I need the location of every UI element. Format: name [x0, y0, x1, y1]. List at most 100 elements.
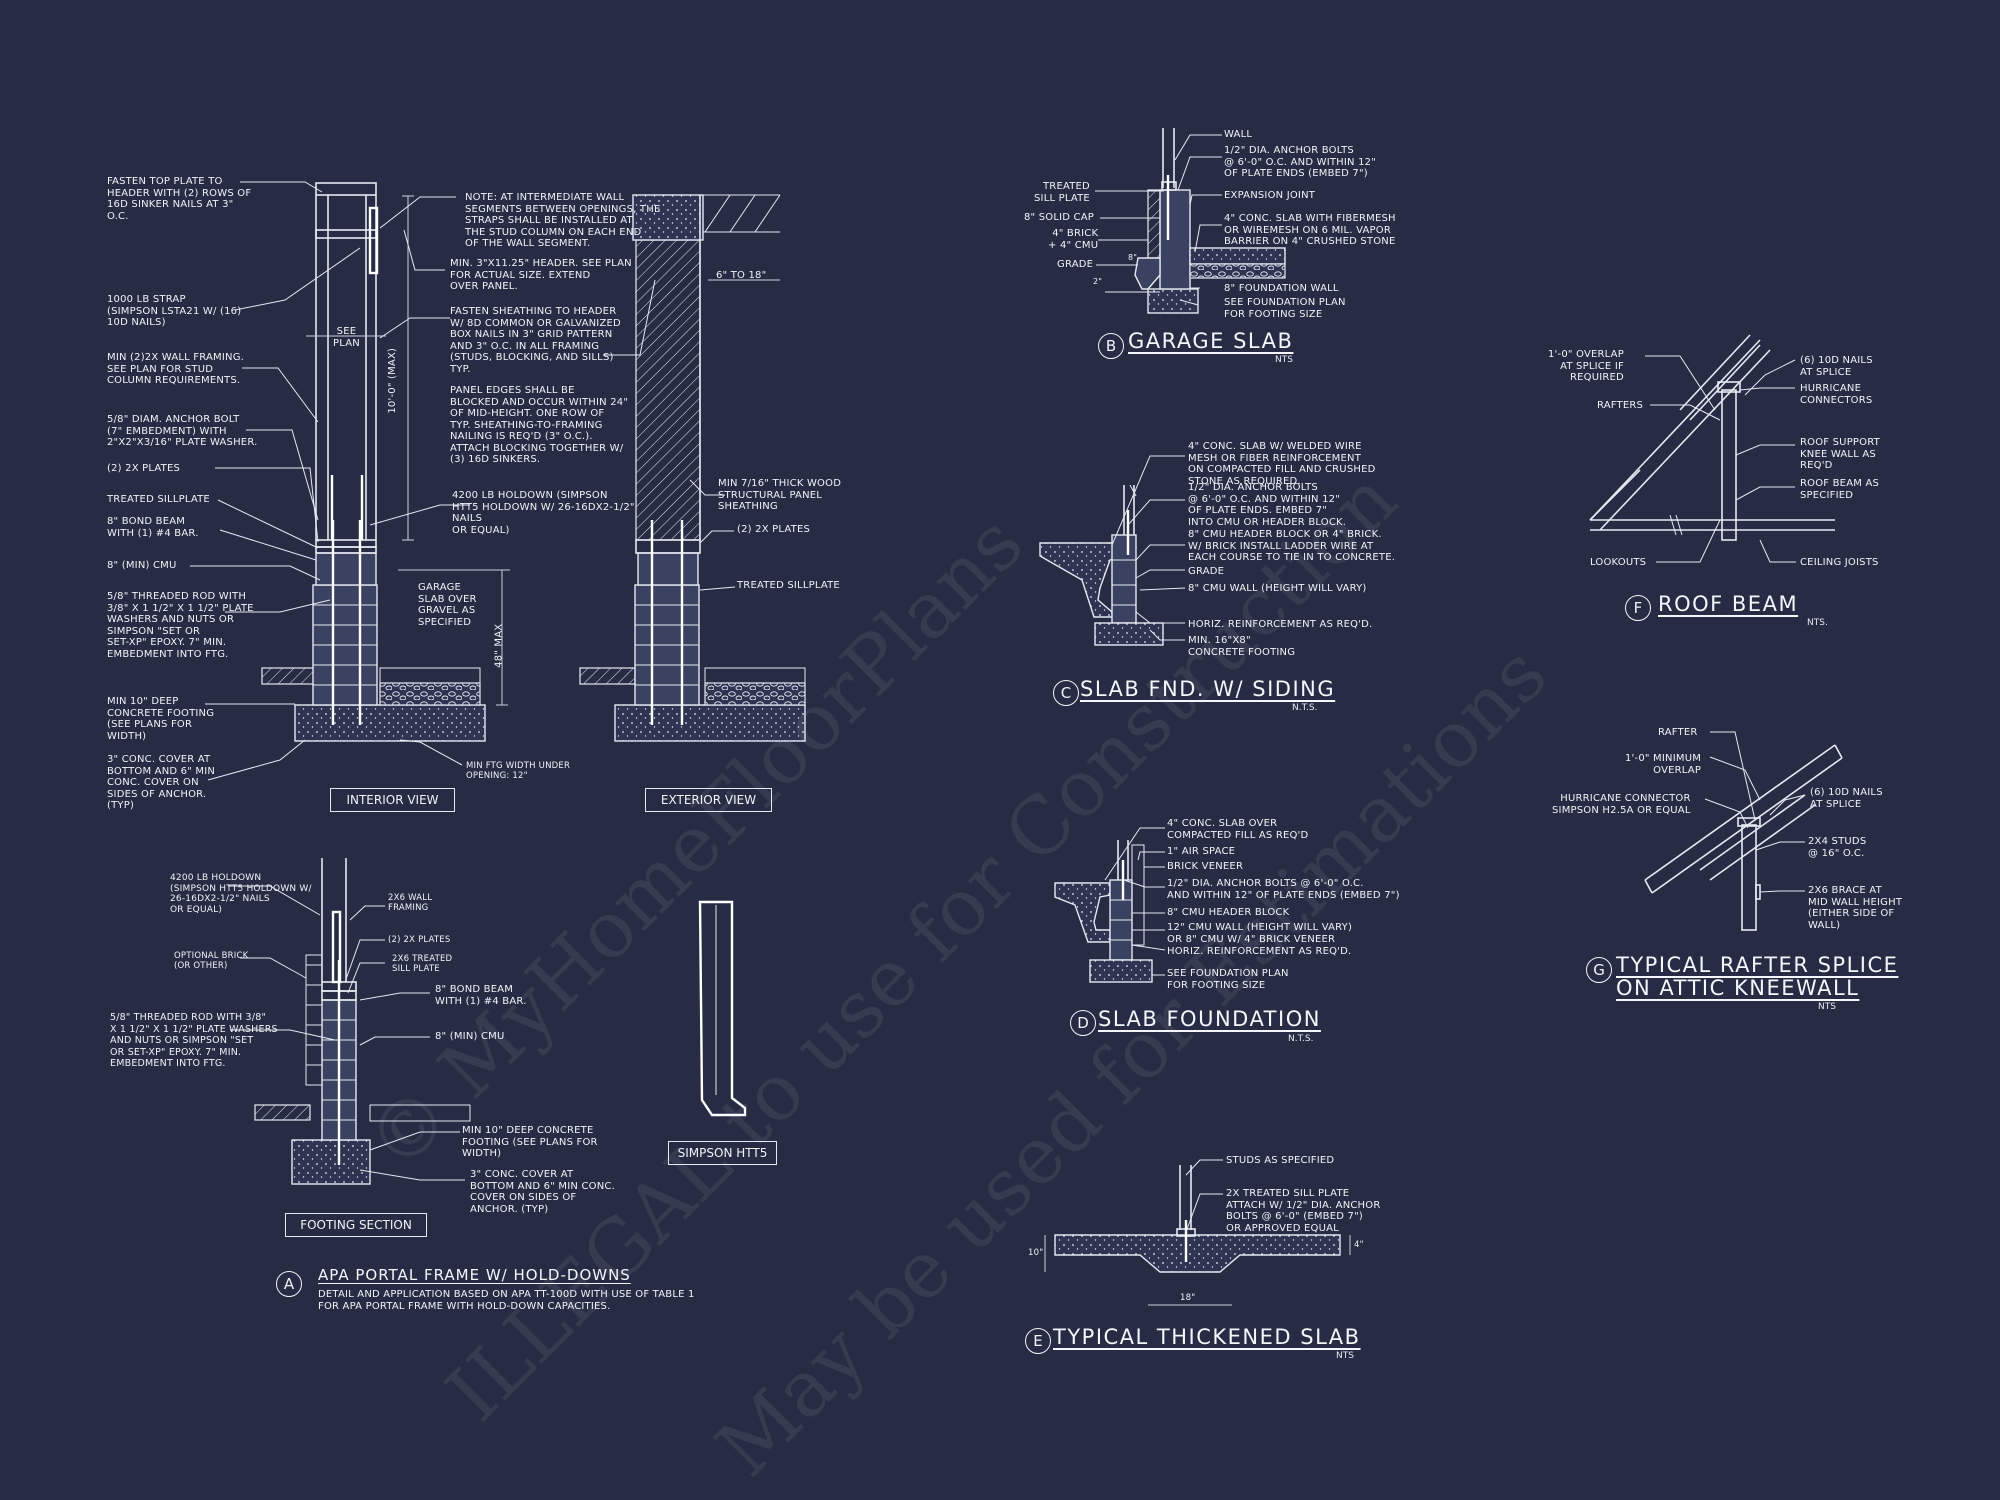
c-note-slab: 4" CONC. SLAB W/ WELDED WIRE MESH OR FIB…: [1188, 441, 1376, 487]
g-note-studs: 2x4 STUDS @ 16" O.C.: [1808, 836, 1867, 859]
interior-view-drawing: [261, 182, 510, 742]
detail-f-nts: NTS.: [1807, 618, 1828, 628]
note-min-header: MIN. 3"x11.25" HEADER. SEE PLAN FOR ACTU…: [450, 258, 632, 292]
note-ft-rod: 5/8" THREADED ROD WITH 3/8" x 1 1/2" x 1…: [110, 1012, 278, 1069]
detail-e-marker: E: [1025, 1328, 1051, 1354]
note-see-plan: SEE PLAN: [333, 326, 360, 349]
e-note-sill: 2x TREATED SILL PLATE ATTACH w/ 1/2" dia…: [1226, 1188, 1381, 1234]
note-panel-edges: PANEL EDGES SHALL BE BLOCKED AND OCCUR W…: [450, 385, 629, 465]
note-strap: 1000 LB STRAP (SIMPSON LSTA21 W/ (16) 10…: [107, 294, 242, 328]
note-ft-cmu: 8" (MIN) CMU: [435, 1031, 505, 1042]
note-bond-beam: 8" BOND BEAM WITH (1) #4 BAR.: [107, 516, 199, 539]
detail-c-marker: C: [1053, 680, 1079, 706]
detail-a-marker: A: [276, 1271, 302, 1297]
note-min-ftg-width: MIN FTG WIDTH UNDER OPENING: 12": [466, 761, 571, 781]
e-dim-10: 10": [1028, 1248, 1044, 1258]
detail-d-marker: D: [1070, 1010, 1096, 1036]
note-ft-bond-beam: 8" BOND BEAM WITH (1) #4 BAR.: [435, 984, 527, 1007]
note-2x-plates: (2) 2x PLATES: [107, 463, 181, 474]
detail-f-title: ROOF BEAM: [1658, 592, 1799, 616]
detail-b-marker: B: [1098, 333, 1124, 359]
note-ext-2x-plates: (2) 2x PLATES: [737, 524, 811, 535]
exterior-view-label: EXTERIOR VIEW: [645, 788, 772, 812]
slab-foundation-drawing: [1054, 840, 1153, 983]
c-note-horiz: HORIZ. REINFORCEMENT AS REQ'D.: [1188, 619, 1373, 630]
simpson-htt5-drawing: [698, 900, 747, 1117]
garage-slab-drawing: [1105, 128, 1286, 314]
note-fasten-top-plate: FASTEN TOP PLATE TO HEADER WITH (2) ROWS…: [107, 176, 252, 222]
b-note-wall: WALL: [1224, 129, 1253, 140]
note-ft-2x6-wall: 2x6 WALL FRAMING: [388, 893, 433, 913]
detail-c-nts: N.T.S.: [1292, 703, 1318, 713]
d-note-slab: 4" CONC. SLAB OVER COMPACTED FILL AS REQ…: [1167, 818, 1309, 841]
d-note-anchor: 1/2" DIA. ANCHOR BOLTS @ 6'-0" O.C. AND …: [1167, 878, 1400, 901]
slab-siding-drawing: [1039, 484, 1164, 646]
detail-d-title: SLAB FOUNDATION: [1098, 1007, 1321, 1031]
note-ext-treated-sill: TREATED SILLPLATE: [737, 580, 840, 591]
note-garage-slab: GARAGE SLAB OVER GRAVEL AS SPECIFIED: [418, 582, 477, 628]
note-min-2x-framing: MIN (2)2X WALL FRAMING. SEE PLAN FOR STU…: [107, 352, 245, 386]
f-note-beam: ROOF BEAM AS SPECIFIED: [1800, 478, 1880, 501]
b-dim-8: 8": [1128, 253, 1138, 262]
d-note-brick: BRICK VENEER: [1167, 861, 1244, 872]
footing-section-drawing: [254, 858, 471, 1185]
note-treated-sillplate: TREATED SILLPLATE: [107, 494, 210, 505]
footing-section-label: FOOTING SECTION: [285, 1213, 427, 1237]
note-min-sheathing: MIN 7/16" THICK WOOD STRUCTURAL PANEL SH…: [718, 478, 842, 512]
d-note-air: 1" AIR SPACE: [1167, 846, 1236, 857]
exterior-view-drawing: [579, 194, 806, 742]
f-note-knee: ROOF SUPPORT KNEE WALL AS REQ'D: [1800, 437, 1880, 471]
detail-g-title-2: ON ATTIC KNEEWALL: [1616, 976, 1860, 1000]
thickened-slab-drawing: [1044, 1165, 1351, 1306]
note-cmu: 8" (MIN) CMU: [107, 560, 177, 571]
note-ft-optional-brick: OPTIONAL BRICK (OR OTHER): [174, 951, 249, 971]
detail-e-nts: NTS: [1336, 1351, 1354, 1361]
f-note-lookouts: LOOKOUTS: [1590, 557, 1647, 568]
c-note-grade: GRADE: [1188, 566, 1225, 577]
dim-ten-max: 10'-0" (MAX): [387, 347, 399, 414]
note-anchor-bolt: 5/8" DIAM. ANCHOR BOLT (7" EMBEDMENT) WI…: [107, 414, 258, 448]
g-note-rafter: RAFTER: [1658, 727, 1698, 738]
b-note-grade: GRADE: [1057, 259, 1094, 270]
b-dim-2: 2": [1093, 277, 1103, 286]
c-note-cmu-wall: 8" CMU WALL (HEIGHT WILL VARY): [1188, 583, 1367, 594]
g-note-brace: 2x6 BRACE AT MID WALL HEIGHT (EITHER SID…: [1808, 885, 1903, 931]
e-dim-18: 18": [1180, 1293, 1196, 1303]
g-note-overlap: 1'-0" MINIMUM OVERLAP: [1625, 753, 1702, 776]
d-note-cmu-wall: 12" CMU WALL (HEIGHT WILL VARY) OR 8" CM…: [1167, 922, 1353, 945]
detail-e-title: TYPICAL THICKENED SLAB: [1053, 1325, 1361, 1349]
dim-6-to-18: 6" TO 18": [716, 270, 767, 281]
e-note-studs: STUDS AS SPECIFIED: [1226, 1155, 1335, 1166]
detail-g-nts: NTS: [1818, 1002, 1836, 1012]
f-note-rafters: RAFTERS: [1597, 400, 1644, 411]
b-note-found-wall: 8" FOUNDATION WALL: [1224, 283, 1339, 294]
simpson-htt5-label: SIMPSON HTT5: [668, 1141, 777, 1165]
f-note-joists: CEILING JOISTS: [1800, 557, 1879, 568]
f-note-overlap: 1'-0" OVERLAP AT SPLICE IF REQUIRED: [1548, 349, 1624, 383]
e-dim-4: 4": [1354, 1240, 1364, 1250]
d-note-see-plan: SEE FOUNDATION PLAN FOR FOOTING SIZE: [1167, 968, 1289, 991]
note-intermediate: NOTE: AT INTERMEDIATE WALL SEGMENTS BETW…: [465, 192, 661, 249]
detail-f-marker: F: [1625, 595, 1651, 621]
b-note-slab: 4" CONC. SLAB WITH FIBERMESH OR WIREMESH…: [1224, 213, 1396, 247]
note-fasten-sheathing: FASTEN SHEATHING TO HEADER W/ 8d COMMON …: [450, 306, 621, 375]
interior-view-label: INTERIOR VIEW: [330, 788, 455, 812]
dim-48-max: 48" MAX: [493, 623, 505, 668]
f-note-hurricane: HURRICANE CONNECTORS: [1800, 383, 1873, 406]
c-note-anchor: 1/2" DIA. ANCHOR BOLTS @ 6'-0" O.C. AND …: [1188, 482, 1347, 528]
note-ft-2x-plates: (2) 2x PLATES: [388, 935, 451, 945]
note-ft-min-footing: MIN 10" DEEP CONCRETE FOOTING (SEE PLANS…: [462, 1125, 598, 1159]
note-ft-holdown: 4200 LB HOLDOWN (SIMPSON HTT5 HOLDOWN W/…: [170, 873, 312, 915]
note-holdown-4200: 4200 LB HOLDOWN (SIMPSON HTT5 HOLDOWN W/…: [452, 490, 635, 536]
f-note-nails: (6) 10d NAILS AT SPLICE: [1800, 355, 1873, 378]
note-min-footing: MIN 10" DEEP CONCRETE FOOTING (SEE PLANS…: [107, 696, 215, 742]
detail-b-title: GARAGE SLAB: [1128, 329, 1294, 353]
note-ft-2x6-treated: 2x6 TREATED SILL PLATE: [392, 954, 453, 974]
detail-a-subtitle: DETAIL AND APPLICATION BASED ON APA TT-1…: [318, 1289, 695, 1312]
b-note-brick: 4" BRICK + 4" CMU: [1048, 228, 1099, 251]
b-note-solid-cap: 8" SOLID CAP: [1024, 212, 1095, 223]
leader-lines: [190, 134, 1806, 1233]
g-note-hurricane: HURRICANE CONNECTOR SIMPSON H2.5A OR EQU…: [1552, 793, 1691, 816]
